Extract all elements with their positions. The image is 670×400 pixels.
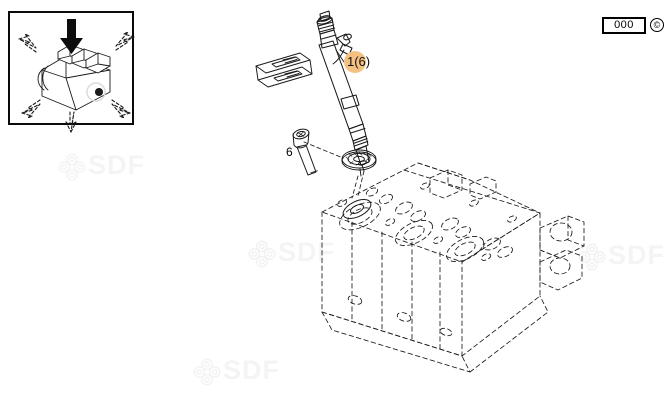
injector-stud-bolt bbox=[292, 128, 318, 176]
injector-sealing-washer bbox=[341, 149, 377, 177]
injector-shim-plate-lower bbox=[255, 59, 313, 88]
cylinder-head-block bbox=[321, 162, 585, 373]
callout-highlight-marker bbox=[344, 51, 366, 73]
leader-lines bbox=[303, 49, 365, 199]
page-code-box: 000 bbox=[602, 17, 646, 34]
insertion-arrow-icon bbox=[60, 19, 83, 54]
inset-engine-block bbox=[37, 44, 111, 111]
callout-injector-label: 1(6) bbox=[347, 54, 371, 69]
copyright-badge: © bbox=[650, 18, 664, 32]
direction-arrows bbox=[18, 31, 135, 133]
page-code-value: 000 bbox=[614, 19, 634, 31]
injector-bore-target bbox=[342, 199, 372, 219]
callout-stud-label: 6 bbox=[286, 145, 293, 159]
